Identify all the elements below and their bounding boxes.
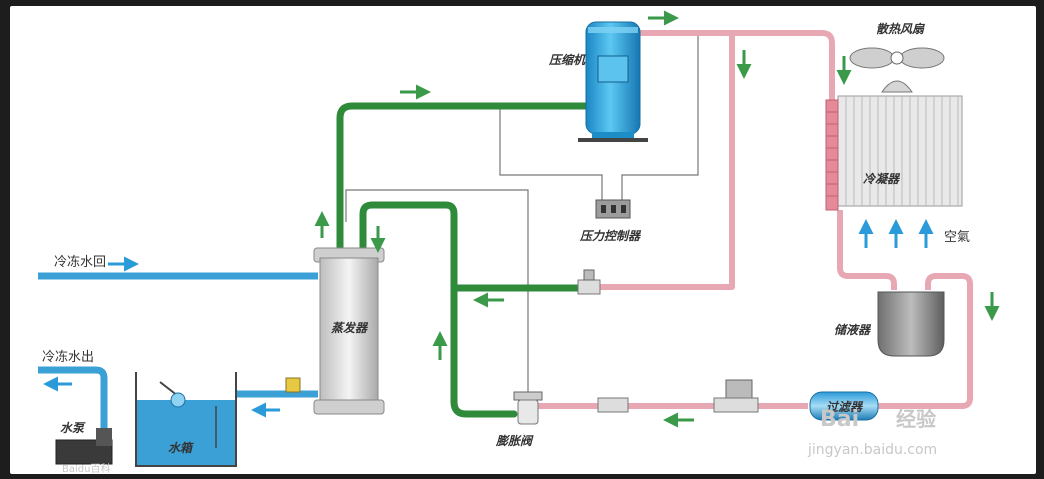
sight-glass [597, 397, 629, 413]
filter-label: 过滤器 [826, 400, 864, 414]
condenser-label: 冷凝器 [863, 172, 901, 186]
cooling-fan: 散热风扇 [849, 22, 945, 93]
refrigeration-diagram: 压缩机 散热风扇 冷凝器 [38, 10, 1000, 474]
pressure-controller-label: 压力控制器 [579, 229, 642, 243]
chilled-out-label: 冷冻水出 [42, 349, 94, 365]
filter-drier: 过滤器 [809, 391, 879, 421]
shutoff-valve [577, 269, 601, 295]
flow-arrows [314, 10, 1000, 428]
chilled-return-label: 冷冻水回 [54, 254, 106, 270]
fan-label: 散热风扇 [876, 22, 925, 36]
condenser: 冷凝器 [825, 95, 963, 211]
pump-label: 水泵 [60, 421, 86, 435]
water-tank: 水箱 [135, 372, 237, 467]
tank-label: 水箱 [168, 441, 194, 455]
watermark-brand: Bai [820, 407, 859, 432]
green-pipes [336, 102, 592, 418]
solenoid-valve [713, 379, 759, 413]
compressor-label: 压缩机 [548, 53, 586, 67]
water-flow-arrows [43, 256, 280, 418]
water-valve [285, 377, 301, 393]
evaporator: 蒸发器 [313, 247, 385, 415]
baidu-watermark: Bai 经验 jingyan.baidu.com Baidu百科 [62, 407, 937, 474]
expansion-valve-label: 膨胀阀 [495, 434, 534, 448]
water-pipes [38, 272, 318, 430]
compressor: 压缩机 [548, 21, 648, 142]
watermark-brand-cn: 经验 [896, 407, 936, 431]
air-arrows [858, 219, 934, 248]
pink-pipes [538, 30, 973, 409]
evaporator-label: 蒸发器 [331, 321, 369, 335]
watermark-url: jingyan.baidu.com [807, 442, 937, 458]
control-lines [345, 36, 699, 392]
watermark-small: Baidu百科 [62, 462, 110, 474]
water-pump: 水泵 [55, 421, 113, 465]
pressure-controller: 压力控制器 [579, 199, 642, 243]
receiver-label: 储液器 [834, 323, 872, 337]
air-label: 空氣 [944, 230, 970, 245]
receiver: 储液器 [834, 291, 945, 357]
expansion-valve: 膨胀阀 [495, 391, 543, 448]
diagram-canvas: 压缩机 散热风扇 冷凝器 [10, 6, 1036, 474]
